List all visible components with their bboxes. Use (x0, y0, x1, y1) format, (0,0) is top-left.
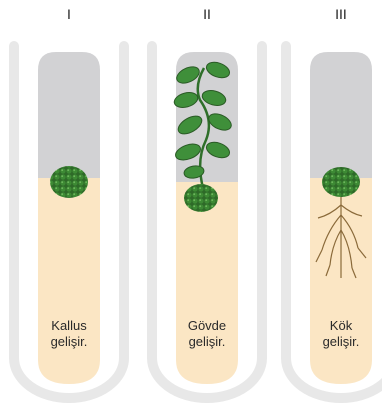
tube-3-callus (322, 167, 360, 197)
tube-2-caption-line2: gelişir. (167, 334, 247, 350)
tube-2-numeral: II (187, 6, 227, 22)
tube-2-medium (176, 182, 238, 384)
tube-3-numeral: III (321, 6, 361, 22)
tube-3-caption-line1: Kök (301, 318, 381, 334)
tube-2-caption-line1: Gövde (167, 318, 247, 334)
tube-1-caption-line1: Kallus (29, 318, 109, 334)
tube-1-air (38, 52, 100, 178)
tube-1-caption: Kallus gelişir. (29, 318, 109, 350)
tube-2-caption: Gövde gelişir. (167, 318, 247, 350)
tube-1-callus (50, 166, 88, 198)
tube-1-numeral: I (49, 6, 89, 22)
tube-3-air (310, 52, 372, 178)
tube-3-caption-line2: gelişir. (301, 334, 381, 350)
tube-1-caption-line2: gelişir. (29, 334, 109, 350)
tube-1-medium (38, 178, 100, 384)
tube-2-callus (184, 184, 218, 212)
tube-3-caption: Kök gelişir. (301, 318, 381, 350)
